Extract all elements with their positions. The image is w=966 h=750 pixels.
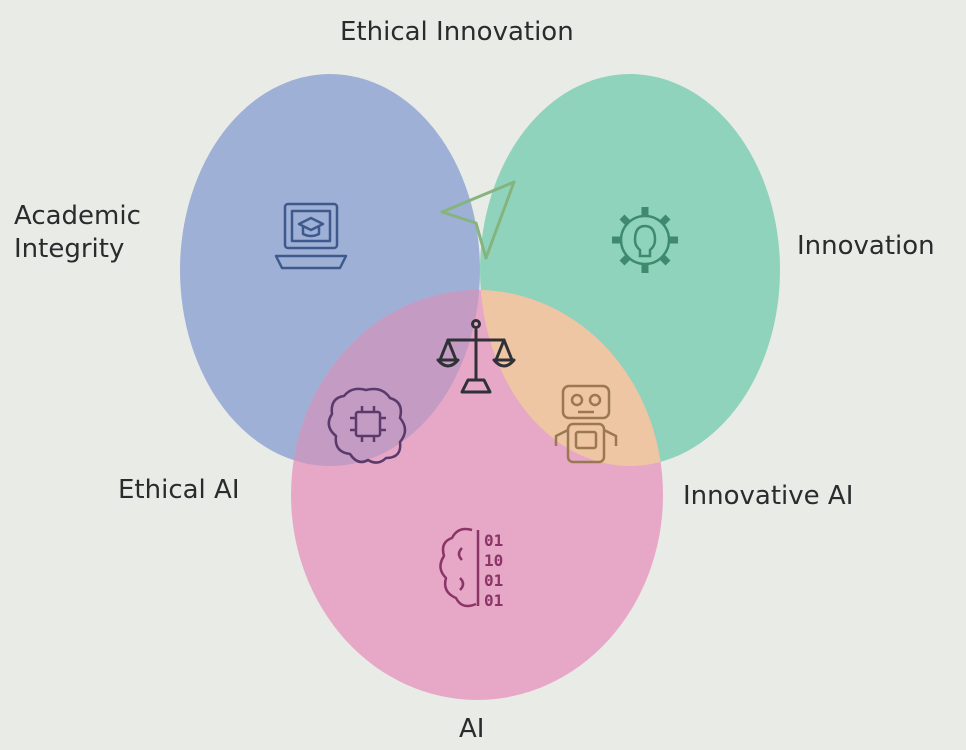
- laptop-graduation-icon: [274, 202, 348, 270]
- brain-binary-icon: [439, 527, 480, 608]
- binary-row: 10: [484, 551, 503, 570]
- label-innovative-ai: Innovative AI: [683, 481, 854, 511]
- binary-row: 01: [484, 531, 503, 550]
- label-ethical-ai: Ethical AI: [118, 475, 240, 505]
- label-academic-integrity: Academic Integrity: [14, 200, 141, 265]
- gear-lightbulb-icon: [612, 207, 678, 273]
- label-academic-line-1: Academic: [14, 201, 141, 231]
- label-ethical-innovation: Ethical Innovation: [340, 17, 574, 47]
- robot-icon: [554, 384, 618, 464]
- binary-digits: 01 10 01 01: [484, 531, 503, 610]
- scales-of-justice-icon: [436, 319, 516, 394]
- label-ai: AI: [459, 714, 485, 744]
- binary-row: 01: [484, 591, 503, 610]
- label-academic-line-2: Integrity: [14, 233, 125, 264]
- label-innovation: Innovation: [797, 231, 935, 261]
- brain-chip-icon: [327, 387, 407, 464]
- binary-row: 01: [484, 571, 503, 590]
- send-arrow-icon: [440, 180, 516, 260]
- region-innovative-ai: [480, 290, 663, 466]
